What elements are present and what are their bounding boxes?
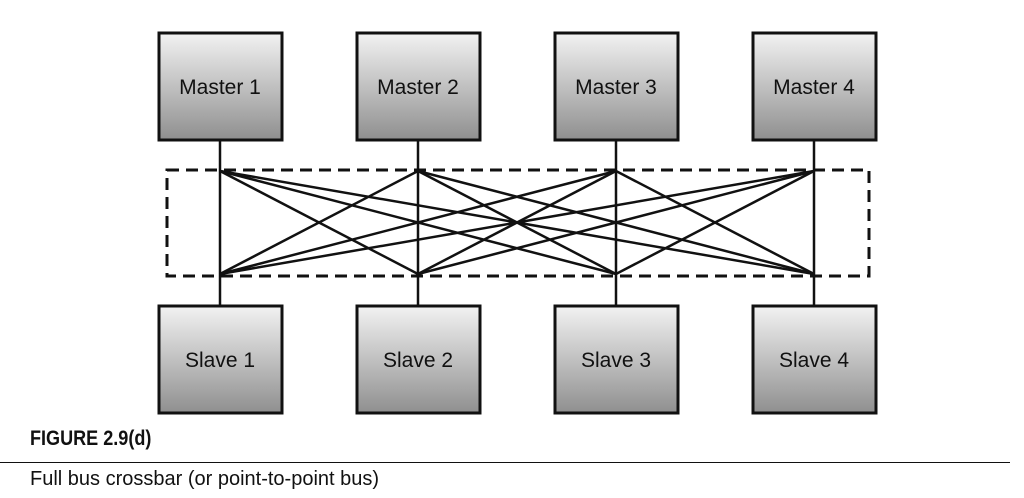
slave-box-2: Slave 2 [355,304,482,415]
slave-box-1: Slave 1 [157,304,284,415]
link-master-3-slave-1 [219,169,617,276]
link-master-4-slave-2 [417,169,815,276]
figure-caption: Full bus crossbar (or point-to-point bus… [30,468,380,490]
link-master-2-slave-1 [219,169,419,276]
master-box-2: Master 2 [355,31,482,142]
slave-label-3: Slave 3 [581,349,651,372]
master-box-1: Master 1 [157,31,284,142]
figure-label: FIGURE 2.9(d) [30,427,152,450]
master-box-4: Master 4 [751,31,878,142]
crossbar-boundary [165,168,871,278]
slave-box-3: Slave 3 [553,304,680,415]
master-label-4: Master 4 [773,76,855,99]
master-label-1: Master 1 [179,76,261,99]
master-label-3: Master 3 [575,76,657,99]
slave-label-1: Slave 1 [185,349,255,372]
caption-divider [0,462,1010,463]
crossbar-lines [218,140,816,306]
crossbar-diagram: Master 1 Master 2 Master 3 Master 4 Slav… [157,31,878,415]
master-label-2: Master 2 [377,76,459,99]
master-box-3: Master 3 [553,31,680,142]
link-master-4-slave-1 [219,169,815,276]
slave-box-4: Slave 4 [751,304,878,415]
slave-label-2: Slave 2 [383,349,453,372]
slave-label-4: Slave 4 [779,349,849,372]
link-master-4-slave-3 [615,169,815,276]
